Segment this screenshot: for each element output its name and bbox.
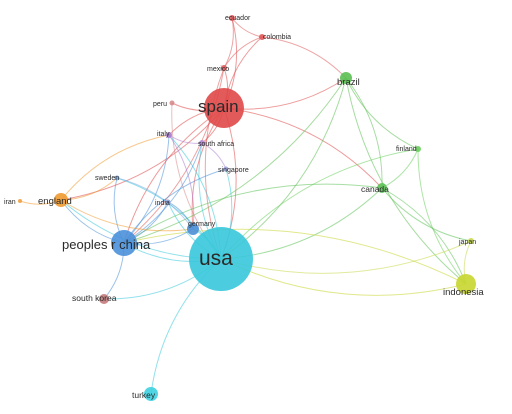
node-turkey: [144, 387, 158, 401]
node-label-sweden: sweden: [95, 175, 119, 182]
node-south-africa: [199, 140, 205, 146]
link-brazil-canada: [345, 77, 383, 189]
node-finland: [415, 146, 421, 152]
link-peoples_r_china-italy: [123, 134, 170, 244]
node-south-korea: [99, 294, 109, 304]
node-label-brazil: brazil: [337, 77, 360, 88]
node-label-peoples-r-china: peoples r china: [62, 237, 151, 252]
node-label-finland: finland: [396, 146, 417, 153]
node-label-ecuador: ecuador: [225, 15, 251, 22]
node-sweden: [114, 175, 120, 181]
link-colombia-mexico: [223, 36, 263, 69]
link-colombia-brazil: [261, 36, 347, 79]
node-label-germany: germany: [188, 221, 216, 228]
node-label-usa: usa: [199, 247, 233, 270]
node-ecuador: [229, 15, 235, 21]
node-label-england: england: [38, 196, 72, 207]
labels-layer: ecuador colombia mexico spain peru brazi…: [4, 15, 484, 400]
link-spain-canada: [223, 107, 383, 189]
link-canada-japan: [381, 187, 472, 242]
link-indonesia-peoples_r_china: [123, 228, 467, 285]
node-mexico: [221, 65, 227, 71]
node-label-turkey: turkey: [132, 390, 156, 400]
link-indonesia-usa: [220, 258, 467, 296]
node-england: [54, 193, 68, 207]
node-indonesia: [456, 274, 476, 294]
link-sweden-germany: [116, 177, 194, 230]
node-peoples-r-china: [111, 230, 137, 256]
link-spain-peoples_r_china: [123, 107, 225, 244]
node-germany: [187, 223, 199, 235]
link-brazil-finland: [345, 77, 419, 150]
node-canada: [377, 183, 387, 193]
node-label-indonesia: indonesia: [443, 287, 484, 298]
link-finland-canada: [381, 148, 419, 189]
link-japan-usa: [220, 240, 472, 274]
node-usa: [189, 227, 253, 291]
node-japan: [468, 238, 474, 244]
node-brazil: [340, 72, 352, 84]
node-label-spain: spain: [198, 97, 239, 116]
node-india: [165, 199, 171, 205]
node-italy: [166, 132, 172, 138]
node-label-italy: italy: [157, 131, 170, 138]
node-label-colombia: colombia: [263, 34, 291, 41]
node-label-canada: canada: [361, 184, 389, 194]
nodes-layer: [18, 15, 476, 401]
node-peru: [169, 100, 175, 106]
link-italy-germany: [168, 134, 195, 230]
link-ecuador-colombia: [231, 17, 263, 38]
node-label-india: india: [155, 200, 170, 207]
node-singapore: [223, 166, 229, 172]
link-england-italy: [60, 134, 170, 201]
link-finland-usa: [220, 148, 419, 260]
link-south_africa-singapore: [201, 142, 227, 170]
link-england-germany: [60, 199, 194, 232]
node-spain: [204, 88, 244, 128]
node-label-mexico: mexico: [207, 66, 229, 73]
link-peoples_r_china-singapore: [123, 168, 227, 244]
node-label-japan: japan: [458, 239, 476, 246]
link-peoples_r_china-south_africa: [123, 142, 203, 244]
node-label-iran: iran: [4, 199, 16, 206]
node-colombia: [259, 34, 265, 40]
node-label-south-korea: south korea: [72, 293, 117, 303]
node-iran: [18, 199, 22, 203]
node-label-peru: peru: [153, 101, 167, 108]
node-label-singapore: singapore: [218, 167, 249, 174]
link-finland-indonesia: [417, 148, 467, 285]
links-layer: [19, 17, 472, 395]
link-canada-peoples_r_china: [123, 183, 383, 244]
node-label-south-africa: south africa: [198, 141, 234, 148]
link-brazil-indonesia: [345, 77, 467, 285]
